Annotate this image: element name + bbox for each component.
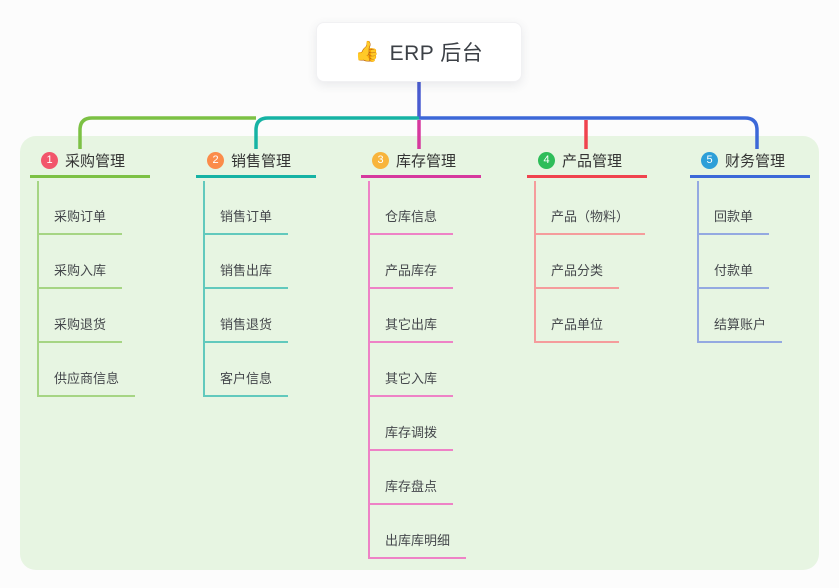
root-node[interactable]: 👍 ERP 后台 [316,22,522,82]
child-node-label: 结算账户 [697,314,783,343]
child-node[interactable]: 采购退货 [30,289,180,343]
branch-sales: 2 销售管理 销售订单销售出库销售退货客户信息 [196,146,346,397]
branch-title: 产品管理 [562,153,623,170]
child-node-label: 采购退货 [37,314,123,343]
branch-product: 4 产品管理 产品（物料） 产品分类产品单位 [527,146,677,343]
child-node-label: 其它入库 [368,368,454,397]
branch-child-line [203,181,205,397]
child-node-label: 销售订单 [203,206,289,235]
child-node[interactable]: 销售退货 [196,289,346,343]
child-node[interactable]: 库存调拨 [361,397,511,451]
child-node[interactable]: 库存盘点 [361,451,511,505]
child-node-label: 产品库存 [368,260,454,289]
branch-number-badge: 3 [372,152,389,169]
mindmap-panel [20,136,819,570]
branch-children: 采购订单采购入库采购退货供应商信息 [30,181,180,397]
child-node[interactable]: 产品库存 [361,235,511,289]
branch-child-line [697,181,699,343]
child-node[interactable]: 其它出库 [361,289,511,343]
branch-title: 采购管理 [65,153,126,170]
branch-header-purchase[interactable]: 1 采购管理 [30,146,150,178]
branch-purchase: 1 采购管理 采购订单采购入库采购退货供应商信息 [30,146,180,397]
child-node[interactable]: 客户信息 [196,343,346,397]
root-node-title: ERP 后台 [389,42,484,65]
branch-child-line [37,181,39,397]
branch-number-badge: 5 [701,152,718,169]
child-node[interactable]: 产品（物料） [527,181,677,235]
branch-children: 产品（物料） 产品分类产品单位 [527,181,677,343]
child-node[interactable]: 采购入库 [30,235,180,289]
branch-number-badge: 4 [538,152,555,169]
branch-number-badge: 2 [207,152,224,169]
child-node-label: 销售出库 [203,260,289,289]
branch-header-product[interactable]: 4 产品管理 [527,146,647,178]
branch-title: 销售管理 [231,153,292,170]
child-node-label: 客户信息 [203,368,289,397]
branch-title: 财务管理 [725,153,786,170]
child-node[interactable]: 其它入库 [361,343,511,397]
branch-title: 库存管理 [396,153,457,170]
branch-children: 仓库信息产品库存其它出库其它入库库存调拨库存盘点出库库明细 [361,181,511,559]
child-node-label: 付款单 [697,260,770,289]
child-node-label: 销售退货 [203,314,289,343]
child-node-label: 回款单 [697,206,770,235]
child-node[interactable]: 采购订单 [30,181,180,235]
branch-header-sales[interactable]: 2 销售管理 [196,146,316,178]
child-node-label: 采购订单 [37,206,123,235]
child-node[interactable]: 产品分类 [527,235,677,289]
child-node-label: 仓库信息 [368,206,454,235]
child-node-label: 出库库明细 [368,530,467,559]
branch-header-inventory[interactable]: 3 库存管理 [361,146,481,178]
child-node-label: 产品分类 [534,260,620,289]
branch-children: 销售订单销售出库销售退货客户信息 [196,181,346,397]
child-node[interactable]: 付款单 [690,235,839,289]
child-node-label: 采购入库 [37,260,123,289]
branch-finance: 5 财务管理 回款单付款单结算账户 [690,146,839,343]
branch-inventory: 3 库存管理 仓库信息产品库存其它出库其它入库库存调拨库存盘点出库库明细 [361,146,511,559]
child-node-label: 供应商信息 [37,368,136,397]
child-node[interactable]: 回款单 [690,181,839,235]
thumbs-up-icon: 👍 [354,41,380,63]
branch-header-finance[interactable]: 5 财务管理 [690,146,810,178]
child-node[interactable]: 结算账户 [690,289,839,343]
child-node-label: 库存盘点 [368,476,454,505]
child-node-label: 产品（物料） [534,206,646,235]
child-node[interactable]: 供应商信息 [30,343,180,397]
child-node[interactable]: 产品单位 [527,289,677,343]
branch-child-line [368,181,370,559]
child-node[interactable]: 销售订单 [196,181,346,235]
child-node[interactable]: 出库库明细 [361,505,511,559]
child-node-label: 其它出库 [368,314,454,343]
branch-children: 回款单付款单结算账户 [690,181,839,343]
branch-child-line [534,181,536,343]
child-node-label: 库存调拨 [368,422,454,451]
child-node-label: 产品单位 [534,314,620,343]
branch-number-badge: 1 [41,152,58,169]
child-node[interactable]: 销售出库 [196,235,346,289]
child-node[interactable]: 仓库信息 [361,181,511,235]
